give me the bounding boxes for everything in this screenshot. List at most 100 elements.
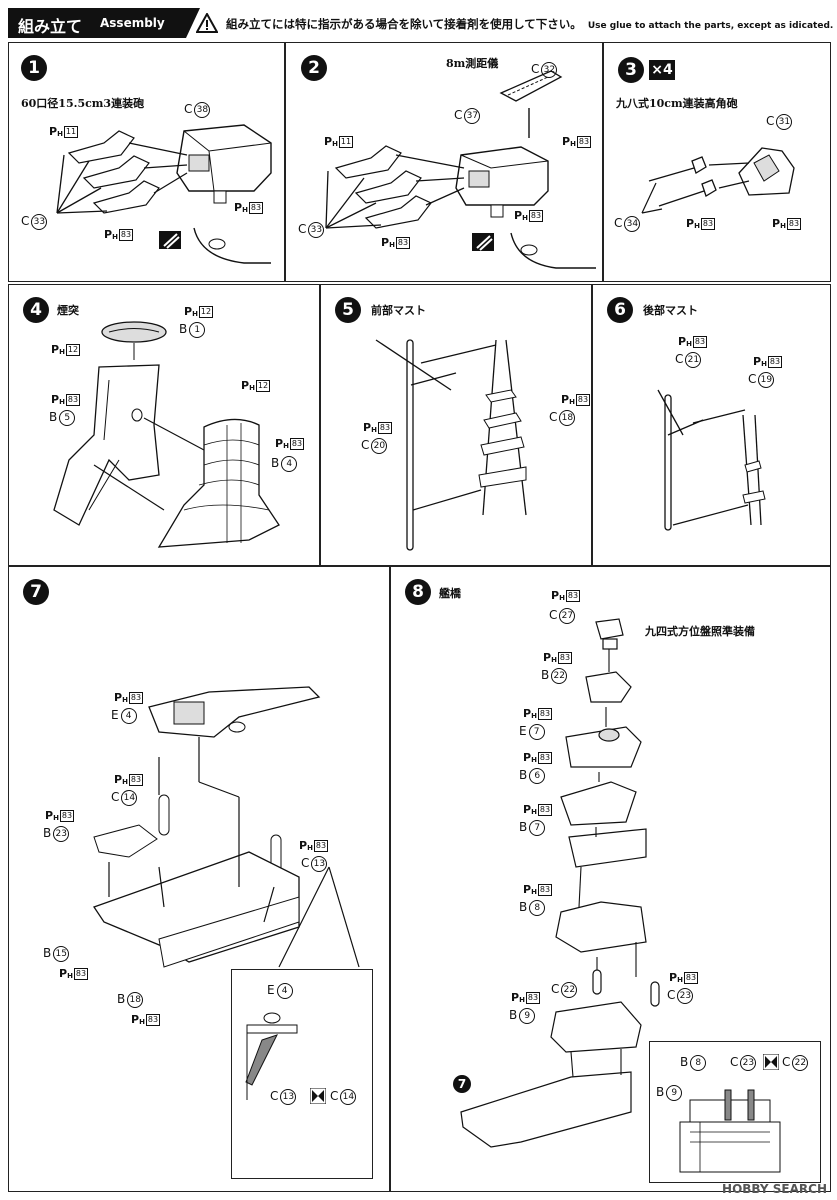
- assembly-title-tab: 組み立て Assembly: [8, 8, 200, 38]
- step-7-detail-diagram: [245, 1012, 298, 1100]
- step-8-subtitle: 九四式方位盤照準装備: [645, 625, 755, 638]
- step-5-diagram: [375, 339, 527, 551]
- step-7-diagram: [92, 686, 360, 968]
- assembly-title-jp: 組み立て: [18, 17, 83, 36]
- warning-triangle-icon: [196, 13, 218, 33]
- assembly-title-en: Assembly: [100, 16, 165, 30]
- step-7-badge: 7: [23, 579, 49, 605]
- assembly-header: 組み立て Assembly 組み立てには特に指示がある場合を除いて接着剤を使用し…: [8, 8, 833, 38]
- step-2-badge: 2: [301, 55, 327, 81]
- step-4-title: 煙突: [57, 304, 79, 317]
- step-6-diagram: [657, 389, 766, 531]
- step-8-diagram: [460, 618, 692, 1148]
- glue-instruction-jp: 組み立てには特に指示がある場合を除いて接着剤を使用して下さい。: [226, 17, 582, 31]
- step-3-badge: 3: [618, 57, 644, 83]
- or-icon: [763, 1054, 779, 1070]
- step-1-diagram: [56, 124, 272, 264]
- step-4-badge: 4: [23, 297, 49, 323]
- watermark: HOBBY SEARCH: [722, 1182, 827, 1196]
- step-4-diagram: [53, 321, 280, 548]
- step-2-title: 8m測距儀: [446, 57, 499, 70]
- step-5-title: 前部マスト: [371, 304, 426, 317]
- step-3-diagram: [641, 147, 795, 214]
- step-6-title: 後部マスト: [643, 304, 698, 317]
- step-3-title: 九八式10cm連装高角砲: [616, 97, 738, 110]
- step-8-title: 艦橋: [439, 587, 461, 600]
- step-1-title: 60口径15.5cm3連装砲: [21, 97, 145, 110]
- or-icon: [310, 1088, 326, 1104]
- step-7-reference-badge: 7: [453, 1075, 471, 1093]
- glue-instruction-en: Use glue to attach the parts, except as …: [587, 21, 834, 31]
